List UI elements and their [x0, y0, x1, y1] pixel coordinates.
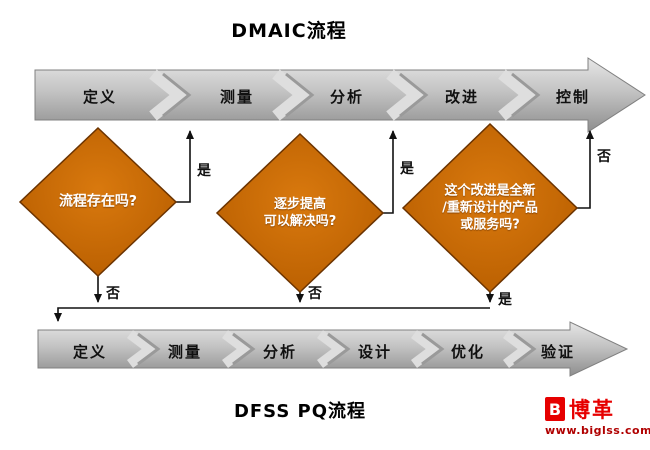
decision-diamond-1 — [18, 126, 178, 278]
dmaic-step-control: 控制 — [555, 88, 591, 106]
dmaic-step-analyze: 分析 — [329, 88, 365, 106]
dmaic-step-measure: 测量 — [219, 88, 255, 106]
brand-logo: B 博革 www.biglss.com — [545, 394, 650, 437]
branch-label-d3-yes: 是 — [498, 292, 512, 308]
branch-label-d2-yes: 是 — [400, 161, 414, 177]
dfss-step-verify: 验证 — [540, 343, 576, 361]
logo-website-text: www.biglss.com — [545, 424, 650, 437]
diamond-3-line-1: 这个改进是全新 — [444, 183, 536, 199]
diamond-1-question: 流程存在吗? — [59, 194, 137, 211]
diamond-2-line-1: 逐步提高 — [273, 197, 327, 212]
branch-label-d1-no: 否 — [106, 286, 120, 302]
diamond-2-question: 逐步提高 可以解决吗? — [264, 196, 337, 230]
branch-label-d3-no: 否 — [597, 149, 611, 165]
dfss-step-measure: 测量 — [167, 343, 203, 361]
diamond-3-question: 这个改进是全新 /重新设计的产品 或服务吗? — [442, 183, 538, 234]
diamond-3-line-2: /重新设计的产品 — [442, 200, 538, 216]
diamond-3-line-3: 或服务吗? — [460, 217, 520, 233]
dmaic-step-define: 定义 — [82, 88, 118, 106]
dfss-step-analyze: 分析 — [262, 343, 298, 361]
branch-label-d2-no: 否 — [308, 286, 322, 302]
flow-connectors — [54, 130, 594, 322]
diamond-1-line-1: 流程存在吗? — [58, 193, 138, 210]
branch-label-d1-yes: 是 — [197, 163, 211, 179]
dfss-step-design: 设计 — [357, 343, 393, 361]
bottom-title: DFSS PQ流程 — [233, 401, 367, 422]
logo-brand-text: 博革 — [569, 398, 615, 422]
decision-diamond-2 — [215, 132, 385, 294]
dfss-chevron-separators — [127, 330, 537, 368]
top-title: DMAIC流程 — [231, 20, 347, 42]
decision-diamond-3 — [401, 122, 579, 294]
dmaic-chevron-separators — [149, 69, 541, 121]
dmaic-arrow-band — [34, 57, 646, 133]
logo-b-icon: B — [545, 397, 565, 421]
diamond-2-line-2: 可以解决吗? — [263, 214, 337, 229]
dmaic-step-improve: 改进 — [444, 88, 480, 106]
dfss-step-define: 定义 — [72, 343, 108, 361]
dfss-step-optimize: 优化 — [450, 343, 486, 361]
